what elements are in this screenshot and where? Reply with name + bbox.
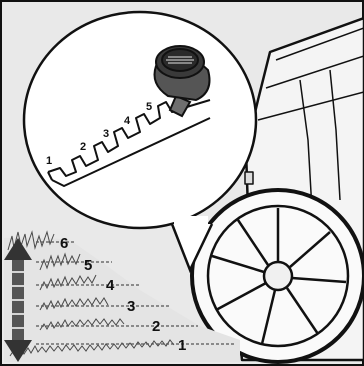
slot-label-5: 5	[146, 101, 152, 113]
height-label-4: 4	[106, 277, 115, 294]
slot-label-4: 4	[124, 115, 131, 127]
slot-label-2: 2	[80, 141, 86, 153]
slot-label-3: 3	[103, 128, 109, 140]
slot-label-1: 1	[46, 155, 52, 167]
height-label-1: 1	[178, 337, 186, 354]
height-label-5: 5	[84, 257, 92, 274]
height-label-2: 2	[152, 318, 160, 335]
height-label-6: 6	[60, 235, 68, 252]
height-label-3: 3	[127, 298, 135, 315]
